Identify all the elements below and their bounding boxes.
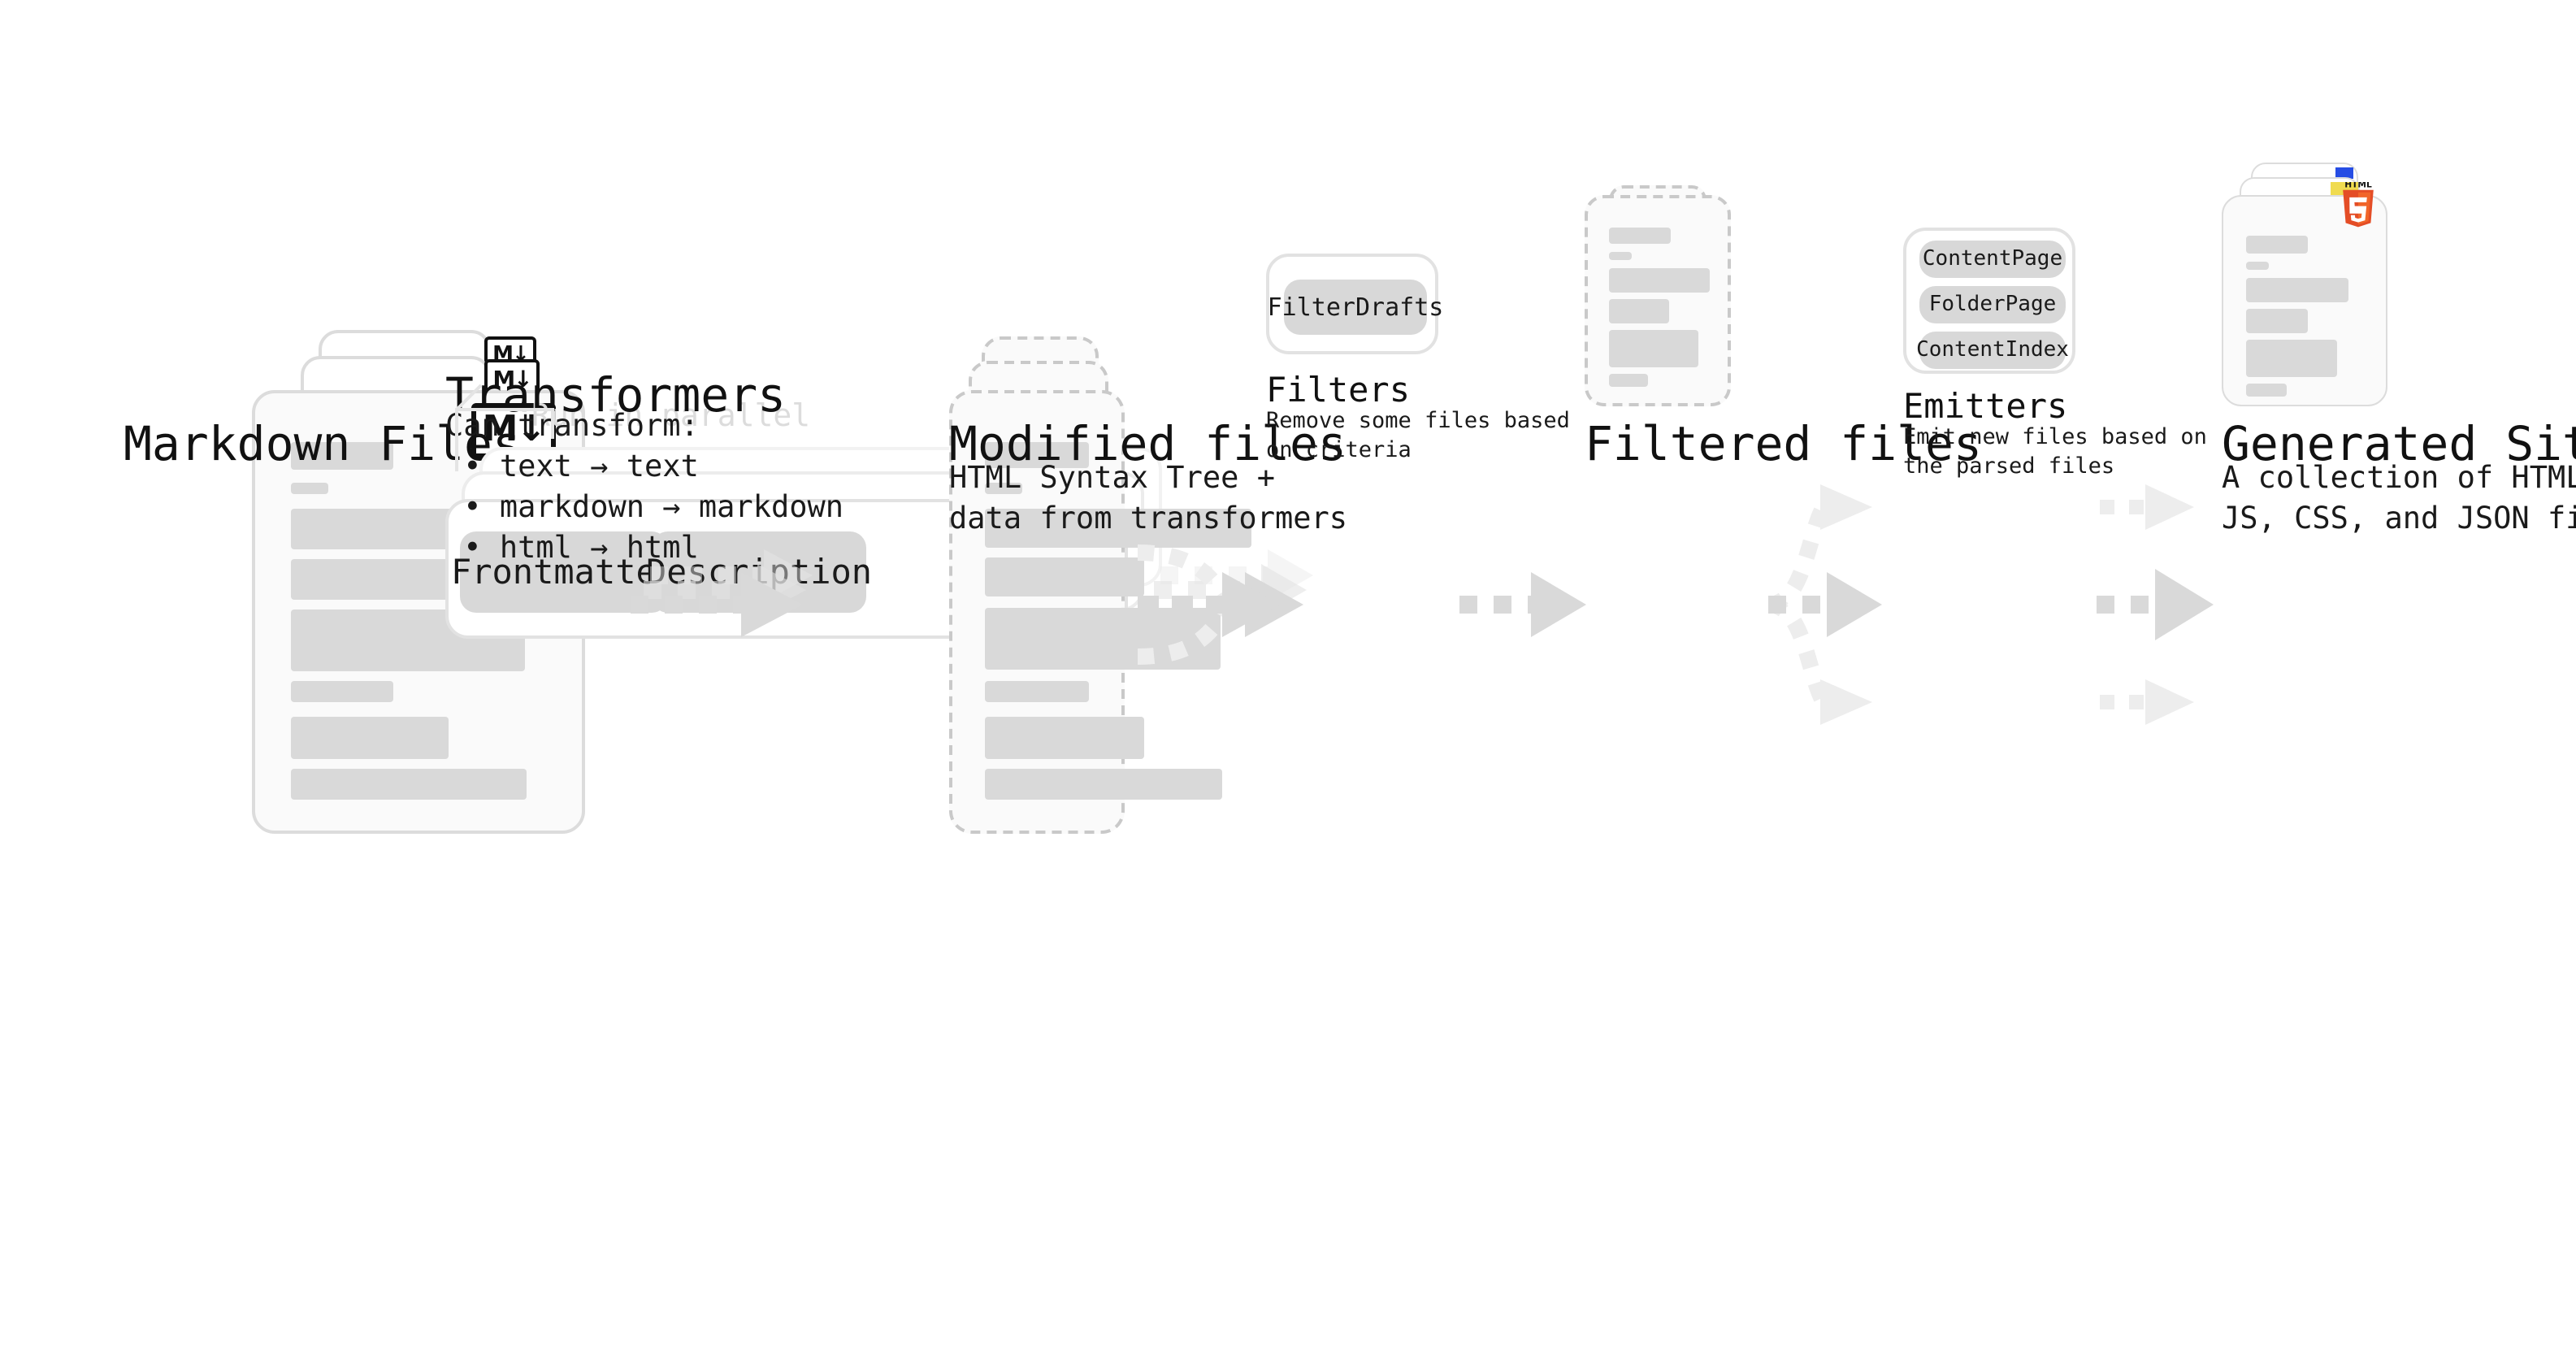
- stage-subtitle-modified-files: HTML Syntax Tree + data from transformer…: [949, 462, 1348, 536]
- run-in-parallel-note: Run in parallel: [531, 398, 811, 434]
- stage-title-emitters: Emitters: [1903, 387, 2068, 426]
- stage-subtitle-transformers: Can transform: • text → text • markdown …: [445, 410, 844, 566]
- emitter-pill-contentindex[interactable]: ContentIndex: [1916, 332, 2069, 369]
- skeleton-bar: [2246, 384, 2287, 397]
- css-badge: [2335, 167, 2353, 179]
- markdown-badge-mid: M↓: [484, 359, 540, 400]
- skeleton-bar: [2246, 236, 2308, 254]
- transformer-pill-frontmatter[interactable]: Frontmatter: [451, 531, 677, 613]
- arrow-filters-to-filtered: [1459, 572, 1586, 637]
- skeleton-bar: [291, 717, 449, 759]
- skeleton-bar: [1609, 252, 1632, 260]
- skeleton-bar: [291, 483, 328, 494]
- skeleton-bar: [2246, 309, 2308, 333]
- skeleton-bar: [985, 557, 1144, 596]
- skeleton-bar: [1609, 330, 1698, 367]
- skeleton-bar: [1609, 299, 1669, 323]
- filters-box: FilterDrafts: [1266, 254, 1443, 354]
- stage-title-modified-files: Modified files: [949, 416, 1347, 471]
- stage-title-markdown-files: Markdown Files: [124, 416, 521, 471]
- skeleton-bar: [985, 717, 1144, 759]
- skeleton-bar: [1609, 268, 1710, 293]
- skeleton-bar: [2246, 340, 2337, 377]
- skeleton-bar: [1609, 228, 1671, 244]
- stage-title-filters: Filters: [1266, 371, 1411, 410]
- stage-title-filtered-files: Filtered files: [1585, 416, 1982, 471]
- skeleton-bar: [291, 681, 393, 702]
- html5-icon: HTML: [2343, 182, 2374, 228]
- skeleton-bar: [2246, 262, 2269, 270]
- filtered-card-front: [1585, 195, 1731, 406]
- pipeline-diagram: M↓ M↓ M↓ Markdown Files Frontmatter Desc…: [124, 163, 2576, 834]
- stage-title-generated-site: Generated Site: [2222, 416, 2576, 471]
- filter-pill-filterdrafts[interactable]: FilterDrafts: [1268, 280, 1443, 335]
- skeleton-bar: [291, 442, 393, 470]
- skeleton-bar: [291, 559, 449, 600]
- skeleton-bar: [985, 442, 1089, 468]
- arrow-filtered-to-emitters: [1767, 484, 1882, 725]
- skeleton-bar: [291, 769, 527, 800]
- stage-subtitle-generated-site: A collection of HTML, JS, CSS, and JSON …: [2222, 462, 2576, 536]
- skeleton-bar: [1609, 374, 1648, 387]
- svg-text:HTML: HTML: [2344, 182, 2372, 190]
- emitter-pill-folderpage[interactable]: FolderPage: [1919, 286, 2066, 323]
- skeleton-bar: [985, 681, 1089, 702]
- skeleton-bar: [2246, 278, 2348, 302]
- generated-card-front: [2222, 195, 2387, 406]
- stage-subtitle-filters: Remove some files based on criteria: [1266, 408, 1570, 463]
- emitters-box: ContentPage FolderPage ContentIndex: [1903, 228, 2075, 374]
- emitter-pill-contentpage[interactable]: ContentPage: [1919, 241, 2066, 278]
- skeleton-bar: [985, 608, 1221, 670]
- skeleton-bar: [985, 769, 1222, 800]
- skeleton-bar: [985, 509, 1251, 548]
- stage-subtitle-emitters: Emit new files based on the parsed files: [1903, 424, 2207, 479]
- skeleton-bar: [985, 483, 1022, 494]
- arrow-emitters-to-generated: [2097, 484, 2214, 725]
